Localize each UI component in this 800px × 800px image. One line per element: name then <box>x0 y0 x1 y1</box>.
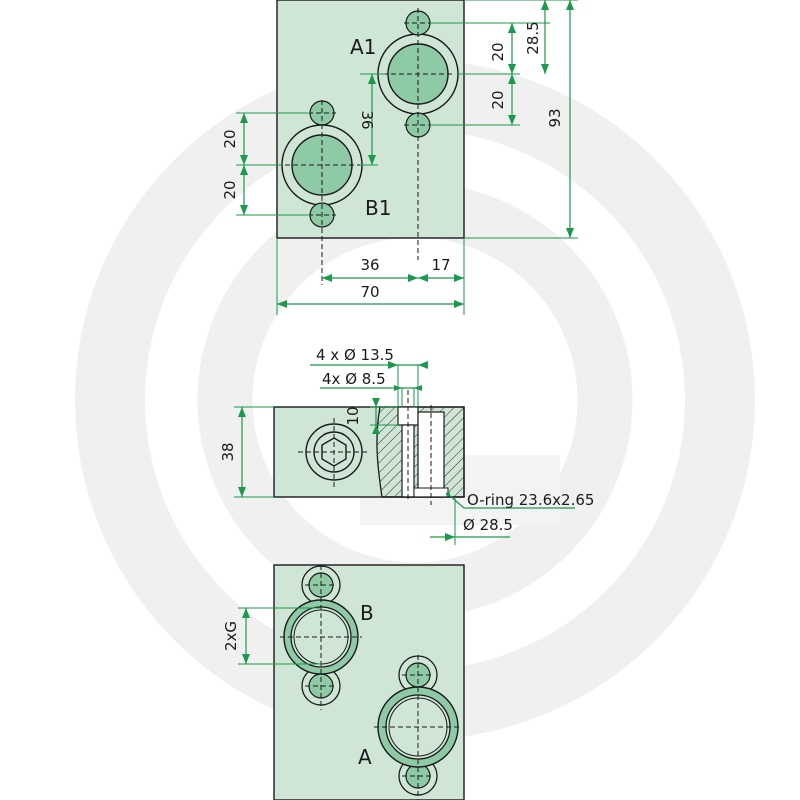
port-a <box>374 655 462 800</box>
dim-through-hole-label: 4x Ø 8.5 <box>322 370 386 388</box>
dim-overall-height: 93 <box>546 108 564 127</box>
dim-a1-upper: 20 <box>489 42 507 61</box>
side-view: 38 4 x Ø 13.5 4x Ø 8.5 10 <box>219 346 594 545</box>
dim-b1-lower: 20 <box>221 180 239 199</box>
dim-b1-a1-horizontal: 36 <box>360 256 379 274</box>
dim-thread: 2xG <box>222 607 321 665</box>
port-b <box>280 565 362 710</box>
dim-counterbore-label: 4 x Ø 13.5 <box>316 346 394 364</box>
dim-port-diameter: Ø 28.5 <box>430 497 513 545</box>
dim-a1-lower: 20 <box>489 90 507 109</box>
oring-label: O-ring 23.6x2.65 <box>467 491 594 509</box>
dim-bolt-holes: 4 x Ø 13.5 4x Ø 8.5 <box>310 346 428 407</box>
dim-a1-right-edge: 17 <box>431 256 450 274</box>
dim-a1-b1-vertical: 36 <box>358 110 376 129</box>
dim-depth-label: 10 <box>344 406 362 425</box>
dim-side-height-label: 38 <box>219 442 237 461</box>
bottom-view: B A 2xG <box>222 564 465 800</box>
dim-a1-top: 28.5 <box>524 21 542 54</box>
port-a1-label: A1 <box>350 35 376 59</box>
dim-thread-label: 2xG <box>222 621 240 651</box>
side-section <box>376 390 465 505</box>
top-view: A1 B1 20 20 28.5 93 <box>221 0 578 315</box>
side-plug <box>298 418 370 490</box>
top-bottom-dimensions: 36 17 70 <box>276 238 465 315</box>
dim-side-height: 38 <box>219 406 274 498</box>
port-a-label: A <box>358 745 372 769</box>
dim-overall-width: 70 <box>360 283 379 301</box>
port-b1-label: B1 <box>365 196 391 220</box>
dim-oring: O-ring 23.6x2.65 <box>446 491 594 509</box>
port-diameter-label: Ø 28.5 <box>463 516 513 534</box>
top-view-body <box>276 0 465 239</box>
dim-counterbore-depth: 10 <box>344 398 398 434</box>
top-left-dimensions: 20 20 <box>221 112 310 216</box>
port-b-label: B <box>360 601 374 625</box>
dim-b1-upper: 20 <box>221 129 239 148</box>
top-right-dimensions: 20 20 28.5 93 <box>430 0 578 239</box>
dim-offset-vertical: 36 <box>358 73 385 166</box>
